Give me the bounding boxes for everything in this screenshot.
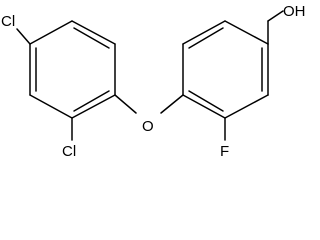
double-bond [73,27,110,49]
bond [182,20,226,45]
bond [160,94,184,114]
bond [182,94,226,119]
bond [267,10,284,22]
double-bond [188,27,224,49]
double-bond [188,90,224,112]
oxygen-label: O [142,118,154,135]
chlorine-label-bottom: Cl [62,143,76,160]
chemical-structure: Cl Cl O F OH [1,3,306,160]
fluorine-label: F [220,143,229,160]
bond [224,20,269,45]
bond [224,94,269,119]
bond [71,94,116,119]
chlorine-label-top: Cl [1,13,15,30]
bond [114,94,137,114]
right-ring [182,20,269,119]
left-ring [29,20,116,119]
bond [16,28,31,45]
bond [71,20,116,45]
bond [29,20,73,45]
hydroxyl-label: OH [283,3,306,20]
double-bond [73,90,110,112]
bond [29,94,73,119]
